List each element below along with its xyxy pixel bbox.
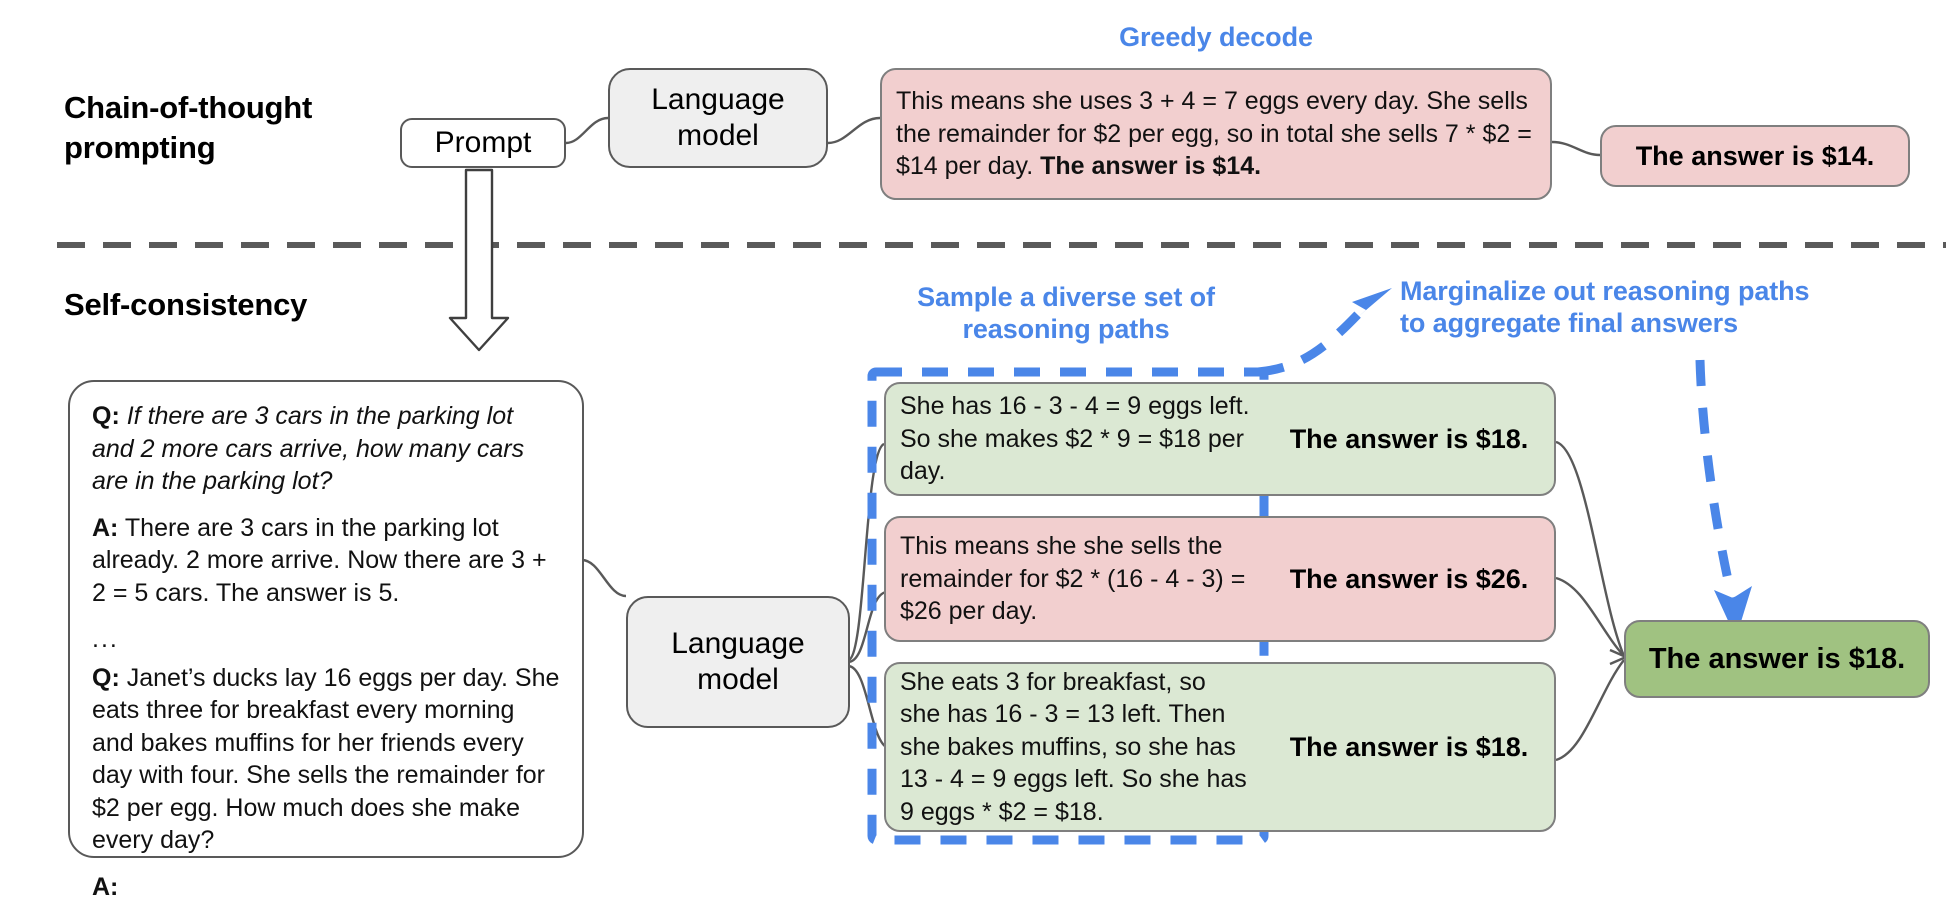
caption-marginalize: Marginalize out reasoning paths to aggre…: [1400, 276, 1946, 340]
caption-sample-paths-line1: Sample a diverse set of: [860, 282, 1272, 314]
prompt-ellipsis: ...: [92, 623, 560, 656]
prompt-a1: A: There are 3 cars in the parking lot a…: [92, 512, 560, 610]
section-title-cot-line2: prompting: [64, 128, 394, 168]
edge-model2-to-path2: [848, 592, 886, 662]
cot-final-answer-text: The answer is $14.: [1636, 141, 1875, 172]
prompt-a1-label: A:: [92, 514, 118, 542]
prompt-a1-text: There are 3 cars in the parking lot alre…: [92, 514, 547, 607]
prompt-q1: Q: If there are 3 cars in the parking lo…: [92, 400, 560, 498]
prompt-q1-label: Q:: [92, 402, 120, 430]
edge-path3-to-final: [1556, 660, 1624, 760]
section-title-cot-line1: Chain-of-thought: [64, 88, 394, 128]
prompt-a2-label: A:: [92, 873, 118, 901]
caption-sample-paths-line2: reasoning paths: [860, 314, 1272, 346]
edge-model2-to-path3: [848, 666, 888, 748]
prompt-q2-label: Q:: [92, 664, 120, 692]
node-language-model-cot-line2: model: [677, 118, 759, 154]
cot-output-text: This means she uses 3 + 4 = 7 eggs every…: [896, 85, 1536, 183]
node-prompt[interactable]: Prompt: [400, 118, 566, 168]
reasoning-path-3: She eats 3 for breakfast, so she has 16 …: [884, 662, 1556, 832]
arrow-to-marginalize: [1258, 288, 1392, 372]
node-language-model-sc-line2: model: [697, 662, 779, 698]
edge-path1-to-final: [1556, 442, 1624, 656]
node-prompt-label: Prompt: [435, 125, 532, 161]
edge-model2-to-path1: [848, 444, 884, 660]
edge-card-to-model2: [582, 560, 626, 596]
aggregated-final-answer-box: The answer is $18.: [1624, 620, 1930, 698]
prompt-q2-text: Janet’s ducks lay 16 eggs per day. She e…: [92, 664, 559, 855]
caption-marginalize-line2: to aggregate final answers: [1400, 308, 1946, 340]
cot-output-bold-tail: The answer is $14.: [1040, 152, 1261, 180]
edge-prompt-to-model: [566, 118, 608, 143]
prompt-a2: A:: [92, 871, 560, 903]
node-language-model-cot-line1: Language: [651, 82, 784, 118]
big-down-arrow: [450, 170, 508, 350]
aggregated-final-answer-text: The answer is $18.: [1649, 643, 1905, 676]
arrow-to-final-answer: [1700, 360, 1752, 638]
reasoning-path-2-text: This means she she sells the remainder f…: [900, 530, 1250, 628]
reasoning-path-3-answer: The answer is $18.: [1290, 732, 1529, 763]
edge-path2-to-final: [1556, 578, 1624, 656]
edge-output-to-answer: [1552, 142, 1600, 155]
node-language-model-sc[interactable]: Language model: [626, 596, 850, 728]
node-language-model-sc-line1: Language: [671, 626, 804, 662]
section-title-self-consistency: Self-consistency: [64, 285, 444, 325]
cot-final-answer-box: The answer is $14.: [1600, 125, 1910, 187]
section-title-cot: Chain-of-thought prompting: [64, 88, 394, 167]
node-language-model-cot[interactable]: Language model: [608, 68, 828, 168]
caption-greedy-decode: Greedy decode: [880, 22, 1552, 54]
reasoning-path-1-text: She has 16 - 3 - 4 = 9 eggs left. So she…: [900, 390, 1250, 488]
edge-model-to-output: [828, 118, 880, 143]
prompt-q2: Q: Janet’s ducks lay 16 eggs per day. Sh…: [92, 662, 560, 857]
caption-marginalize-line1: Marginalize out reasoning paths: [1400, 276, 1946, 308]
reasoning-path-1-answer: The answer is $18.: [1290, 424, 1529, 455]
reasoning-path-3-text: She eats 3 for breakfast, so she has 16 …: [900, 666, 1250, 829]
caption-sample-paths: Sample a diverse set of reasoning paths: [860, 282, 1272, 346]
cot-output-box: This means she uses 3 + 4 = 7 eggs every…: [880, 68, 1552, 200]
reasoning-path-2-answer: The answer is $26.: [1290, 564, 1529, 595]
reasoning-path-2: This means she she sells the remainder f…: [884, 516, 1556, 642]
diagram-canvas: Chain-of-thought prompting Prompt Langua…: [0, 0, 1946, 882]
few-shot-prompt-card[interactable]: Q: If there are 3 cars in the parking lo…: [68, 380, 584, 858]
prompt-q1-text: If there are 3 cars in the parking lot a…: [92, 402, 524, 495]
reasoning-path-1: She has 16 - 3 - 4 = 9 eggs left. So she…: [884, 382, 1556, 496]
